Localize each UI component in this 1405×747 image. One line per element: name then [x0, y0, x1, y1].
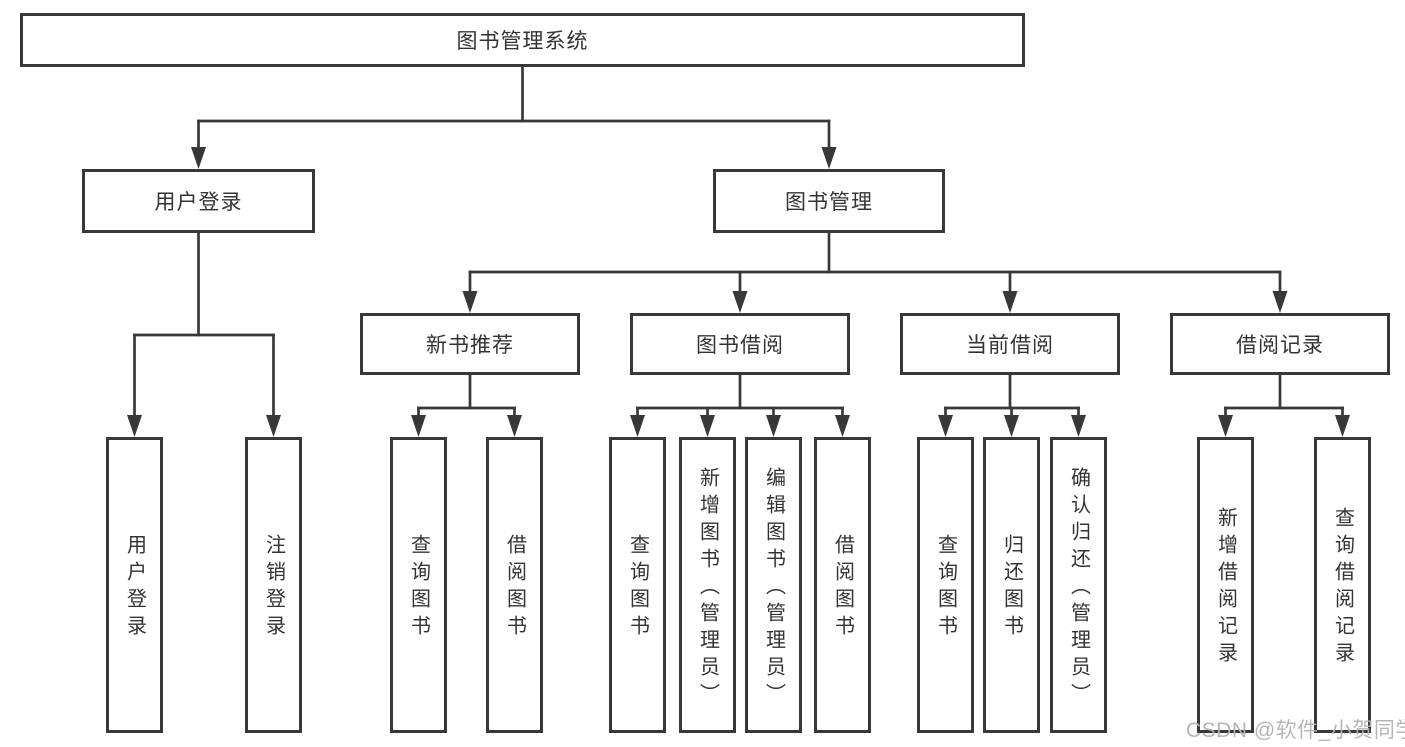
leaf-query-books-recommend-label: 查询图书	[407, 534, 430, 642]
node-borrowing-records-label: 借阅记录	[1236, 334, 1324, 357]
arrowhead-down-icon	[821, 147, 837, 169]
arrowhead-down-icon	[127, 415, 142, 437]
arrowhead-down-icon	[938, 415, 953, 437]
node-book-borrowing: 图书借阅	[630, 313, 850, 375]
arrowhead-down-icon	[1004, 415, 1019, 437]
leaf-borrow-books-label: 借阅图书	[831, 534, 854, 642]
leaf-edit-books-admin-label: 编辑图书（管理员）	[762, 466, 785, 710]
node-borrowing-records: 借阅记录	[1170, 313, 1390, 375]
arrowhead-down-icon	[1002, 291, 1018, 313]
arrowhead-down-icon	[191, 147, 206, 169]
leaf-edit-books-admin: 编辑图书（管理员）	[745, 437, 802, 733]
arrowhead-down-icon	[1218, 415, 1233, 437]
leaf-add-books-admin-label: 新增图书（管理员）	[696, 466, 719, 710]
node-root-label: 图书管理系统	[456, 30, 589, 53]
arrowhead-down-icon	[411, 415, 426, 437]
node-root-library-management-system: 图书管理系统	[20, 13, 1025, 67]
arrowhead-down-icon	[507, 415, 522, 437]
leaf-user-login-label: 用户登录	[123, 534, 146, 642]
node-new-book-recommend: 新书推荐	[360, 313, 580, 375]
arrowhead-down-icon	[766, 415, 781, 437]
arrowhead-down-icon	[732, 291, 748, 313]
arrowhead-down-icon	[835, 415, 850, 437]
leaf-borrow-books: 借阅图书	[814, 437, 871, 733]
leaf-user-login: 用户登录	[106, 437, 163, 733]
leaf-query-books-borrow: 查询图书	[609, 437, 666, 733]
arrowhead-down-icon	[1335, 415, 1350, 437]
node-book-borrowing-label: 图书借阅	[696, 334, 784, 357]
leaf-add-books-admin: 新增图书（管理员）	[679, 437, 736, 733]
leaf-query-borrow-record: 查询借阅记录	[1314, 437, 1371, 733]
leaf-logout: 注销登录	[245, 437, 302, 733]
node-user-login: 用户登录	[82, 169, 315, 233]
csdn-watermark: CSDN @软件_小贺同学	[1186, 719, 1405, 742]
leaf-query-borrow-record-label: 查询借阅记录	[1331, 507, 1354, 669]
arrowhead-down-icon	[630, 415, 645, 437]
leaf-return-books: 归还图书	[983, 437, 1040, 733]
arrowhead-down-icon	[266, 415, 281, 437]
node-book-management-label: 图书管理	[785, 191, 873, 214]
node-current-borrowing: 当前借阅	[900, 313, 1120, 375]
leaf-query-books-current: 查询图书	[917, 437, 974, 733]
leaf-borrow-books-recommend: 借阅图书	[486, 437, 543, 733]
leaf-return-books-label: 归还图书	[1000, 534, 1023, 642]
node-book-management: 图书管理	[713, 169, 945, 233]
leaf-borrow-books-recommend-label: 借阅图书	[503, 534, 526, 642]
arrowhead-down-icon	[1071, 415, 1086, 437]
arrowhead-down-icon	[700, 415, 715, 437]
arrowhead-down-icon	[462, 291, 478, 313]
leaf-add-borrow-record: 新增借阅记录	[1197, 437, 1254, 733]
leaf-query-books-borrow-label: 查询图书	[626, 534, 649, 642]
leaf-confirm-return-admin: 确认归还（管理员）	[1050, 437, 1107, 733]
leaf-query-books-current-label: 查询图书	[934, 534, 957, 642]
leaf-query-books-recommend: 查询图书	[390, 437, 447, 733]
leaf-confirm-return-admin-label: 确认归还（管理员）	[1067, 466, 1090, 710]
leaf-logout-label: 注销登录	[262, 534, 285, 642]
node-user-login-label: 用户登录	[154, 191, 243, 214]
node-new-book-recommend-label: 新书推荐	[426, 334, 514, 357]
leaf-add-borrow-record-label: 新增借阅记录	[1214, 507, 1237, 669]
node-current-borrowing-label: 当前借阅	[966, 334, 1054, 357]
arrowhead-down-icon	[1272, 291, 1288, 313]
